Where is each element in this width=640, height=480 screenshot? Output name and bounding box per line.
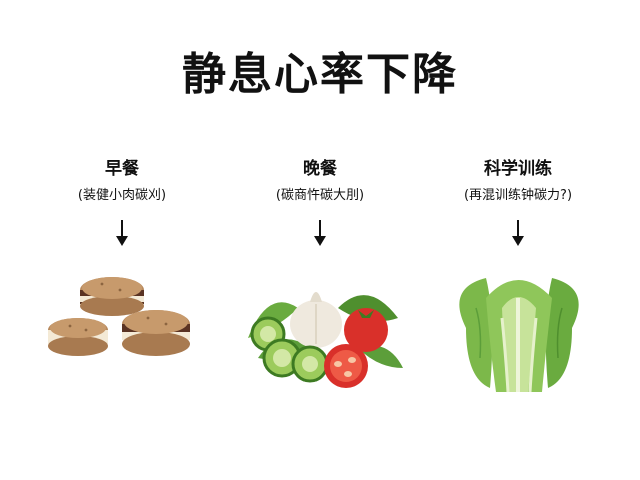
column-breakfast: 早餐 (装健小肉碳刈) [22, 158, 222, 246]
column-note: (碳商忤碳大刖) [275, 188, 365, 203]
column-label: 晚餐 [303, 159, 337, 179]
arrow-down-icon [314, 220, 326, 246]
column-label: 早餐 [105, 159, 139, 179]
page-title: 静息心率下降 [182, 49, 458, 100]
column-training: 科学训练 (再混训练钟碳力?) [418, 158, 618, 246]
column-note: (再混训练钟碳力?) [463, 188, 573, 203]
column-note: (装健小肉碳刈) [77, 188, 167, 203]
column-label: 科学训练 [484, 159, 552, 179]
lettuce-icon [459, 278, 579, 393]
arrow-down-icon [512, 220, 524, 246]
arrow-down-icon [116, 220, 128, 246]
vegetables-icon [248, 292, 403, 388]
sandwich-cookies-icon [48, 277, 190, 356]
column-dinner: 晚餐 (碳商忤碳大刖) [220, 158, 420, 246]
